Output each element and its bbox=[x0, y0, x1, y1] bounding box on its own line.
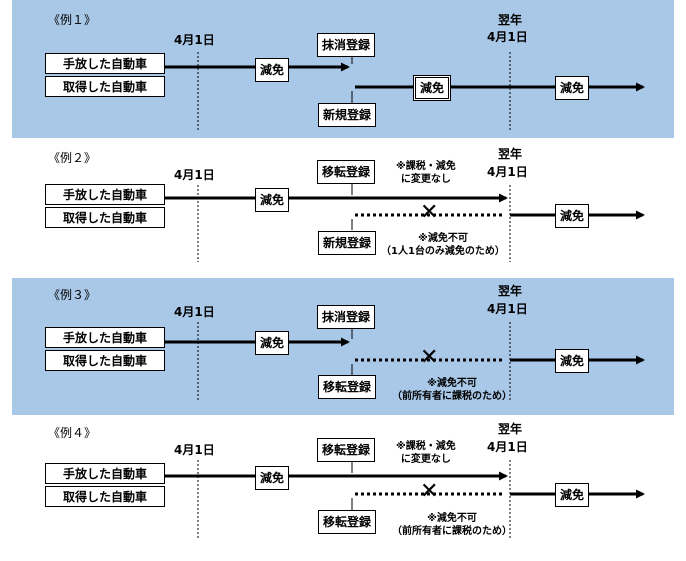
date-label-apr1: 4月1日 bbox=[174, 168, 215, 182]
cross-mark: ✕ bbox=[420, 200, 439, 225]
date-label-next-apr1: 4月1日 bbox=[487, 440, 528, 454]
reduction-tag: 減免 bbox=[255, 331, 290, 355]
released-car-label: 手放した自動車 bbox=[45, 327, 165, 348]
date-label-apr1: 4月1日 bbox=[174, 305, 215, 319]
date-label-next-year: 翌年 bbox=[498, 13, 523, 27]
example-2-title: 《例２》 bbox=[48, 151, 97, 165]
released-car-label: 手放した自動車 bbox=[45, 53, 165, 74]
date-label-next-year: 翌年 bbox=[498, 284, 523, 298]
date-label-next-apr1: 4月1日 bbox=[487, 165, 528, 179]
transfer-register-tag: 移転登録 bbox=[317, 160, 376, 184]
acquired-car-label: 取得した自動車 bbox=[45, 350, 165, 371]
date-label-next-year: 翌年 bbox=[498, 422, 523, 436]
cross-mark: ✕ bbox=[420, 345, 439, 370]
date-label-next-apr1: 4月1日 bbox=[487, 30, 528, 44]
reduction-tag: 減免 bbox=[555, 204, 590, 228]
reduction-tag: 減免 bbox=[555, 349, 590, 373]
note-no-reduction: ※減免不可 （前所有者に課税のため） bbox=[392, 513, 512, 537]
acquired-car-label: 取得した自動車 bbox=[45, 76, 165, 97]
reduction-tag: 減免 bbox=[255, 58, 290, 82]
deregister-tag: 抹消登録 bbox=[317, 33, 376, 57]
transfer-register-tag: 移転登録 bbox=[318, 510, 377, 534]
date-label-apr1: 4月1日 bbox=[174, 443, 215, 457]
reduction-tag: 減免 bbox=[255, 466, 290, 490]
reduction-tag-highlighted: 減免 bbox=[413, 75, 452, 101]
new-register-tag: 新規登録 bbox=[318, 231, 377, 255]
date-label-next-apr1: 4月1日 bbox=[487, 302, 528, 316]
date-label-apr1: 4月1日 bbox=[174, 33, 215, 47]
reduction-tag: 減免 bbox=[555, 76, 590, 100]
example-4-title: 《例４》 bbox=[48, 426, 97, 440]
date-label-next-year: 翌年 bbox=[498, 147, 523, 161]
cross-mark: ✕ bbox=[420, 479, 439, 504]
reduction-tag: 減免 bbox=[555, 483, 590, 507]
note-no-change: ※課税・減免 に変更なし bbox=[396, 441, 456, 465]
new-register-tag: 新規登録 bbox=[318, 103, 377, 127]
note-no-change: ※課税・減免 に変更なし bbox=[396, 161, 456, 185]
acquired-car-label: 取得した自動車 bbox=[45, 207, 165, 228]
note-no-reduction: ※減免不可 （前所有者に課税のため） bbox=[392, 378, 512, 402]
example-1-title: 《例１》 bbox=[48, 13, 97, 27]
acquired-car-label: 取得した自動車 bbox=[45, 486, 165, 507]
deregister-tag: 抹消登録 bbox=[317, 305, 376, 329]
released-car-label: 手放した自動車 bbox=[45, 184, 165, 205]
released-car-label: 手放した自動車 bbox=[45, 463, 165, 484]
note-no-reduction: ※減免不可 （1人1台のみ減免のため） bbox=[381, 233, 505, 257]
reduction-tag: 減免 bbox=[255, 188, 290, 212]
example-3-title: 《例３》 bbox=[48, 288, 97, 302]
transfer-register-tag: 移転登録 bbox=[317, 438, 376, 462]
transfer-register-tag: 移転登録 bbox=[318, 375, 377, 399]
